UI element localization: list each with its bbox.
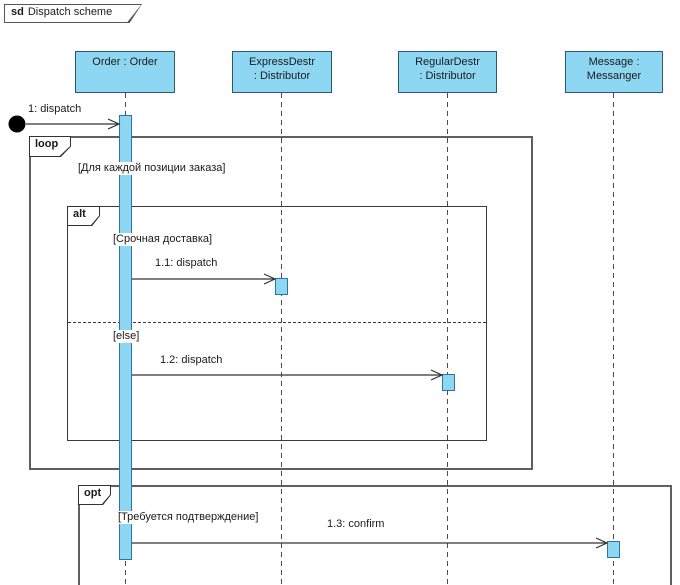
frame-title-text: Dispatch scheme xyxy=(27,6,113,18)
alt-guard-1: [Срочная доставка] xyxy=(111,233,215,246)
message-arrow-1-2-dispatch[interactable] xyxy=(132,369,444,381)
activation-message[interactable] xyxy=(607,541,620,558)
message-label-1-2[interactable]: 1.2: dispatch xyxy=(158,354,225,367)
opt-operator-label: opt xyxy=(78,485,111,505)
message-arrow-1-1-dispatch[interactable] xyxy=(132,273,277,285)
lifeline-name: Order : Order xyxy=(92,56,158,68)
lifeline-name-line2: : Distributor xyxy=(419,70,476,82)
loop-operator-text: loop xyxy=(35,138,59,150)
message-label-1-1[interactable]: 1.1: dispatch xyxy=(153,257,220,270)
lifeline-name-line2: : Distributor xyxy=(253,70,311,82)
fragment-loop[interactable] xyxy=(29,136,533,470)
alt-operator-text: alt xyxy=(73,208,86,220)
lifeline-name-line2: Messanger xyxy=(586,70,642,82)
opt-operator-text: opt xyxy=(84,487,102,499)
initial-node[interactable] xyxy=(8,115,26,133)
lifeline-head-message[interactable]: Message : Messanger xyxy=(565,51,663,93)
diagram-frame-title: sd Dispatch scheme xyxy=(4,4,142,23)
frame-operator: sd xyxy=(11,6,24,18)
activation-express[interactable] xyxy=(275,278,288,295)
lifeline-head-regular[interactable]: RegularDestr : Distributor xyxy=(398,51,497,93)
lifeline-name-line1: RegularDestr xyxy=(415,56,480,68)
loop-guard: [Для каждой позиции заказа] xyxy=(76,162,228,175)
alt-guard-else: [else] xyxy=(111,330,142,343)
activation-regular[interactable] xyxy=(442,374,455,391)
fragment-opt[interactable] xyxy=(78,485,672,585)
fragment-alt[interactable] xyxy=(67,206,487,441)
loop-operator-label: loop xyxy=(29,136,71,157)
lifeline-head-express[interactable]: ExpressDestr : Distributor xyxy=(232,51,332,93)
message-label-1-3[interactable]: 1.3: confirm xyxy=(325,518,387,531)
message-label-1[interactable]: 1: dispatch xyxy=(26,103,84,116)
lifeline-head-order[interactable]: Order : Order xyxy=(75,51,175,93)
alt-operator-label: alt xyxy=(67,206,100,226)
message-arrow-1-dispatch[interactable] xyxy=(26,118,121,130)
lifeline-name-line1: Message : xyxy=(588,56,640,68)
opt-guard: [Требуется подтверждение] xyxy=(116,511,261,524)
lifeline-name-line1: ExpressDestr xyxy=(248,56,316,68)
message-arrow-1-3-confirm[interactable] xyxy=(132,537,609,549)
alt-operand-divider xyxy=(68,322,486,323)
